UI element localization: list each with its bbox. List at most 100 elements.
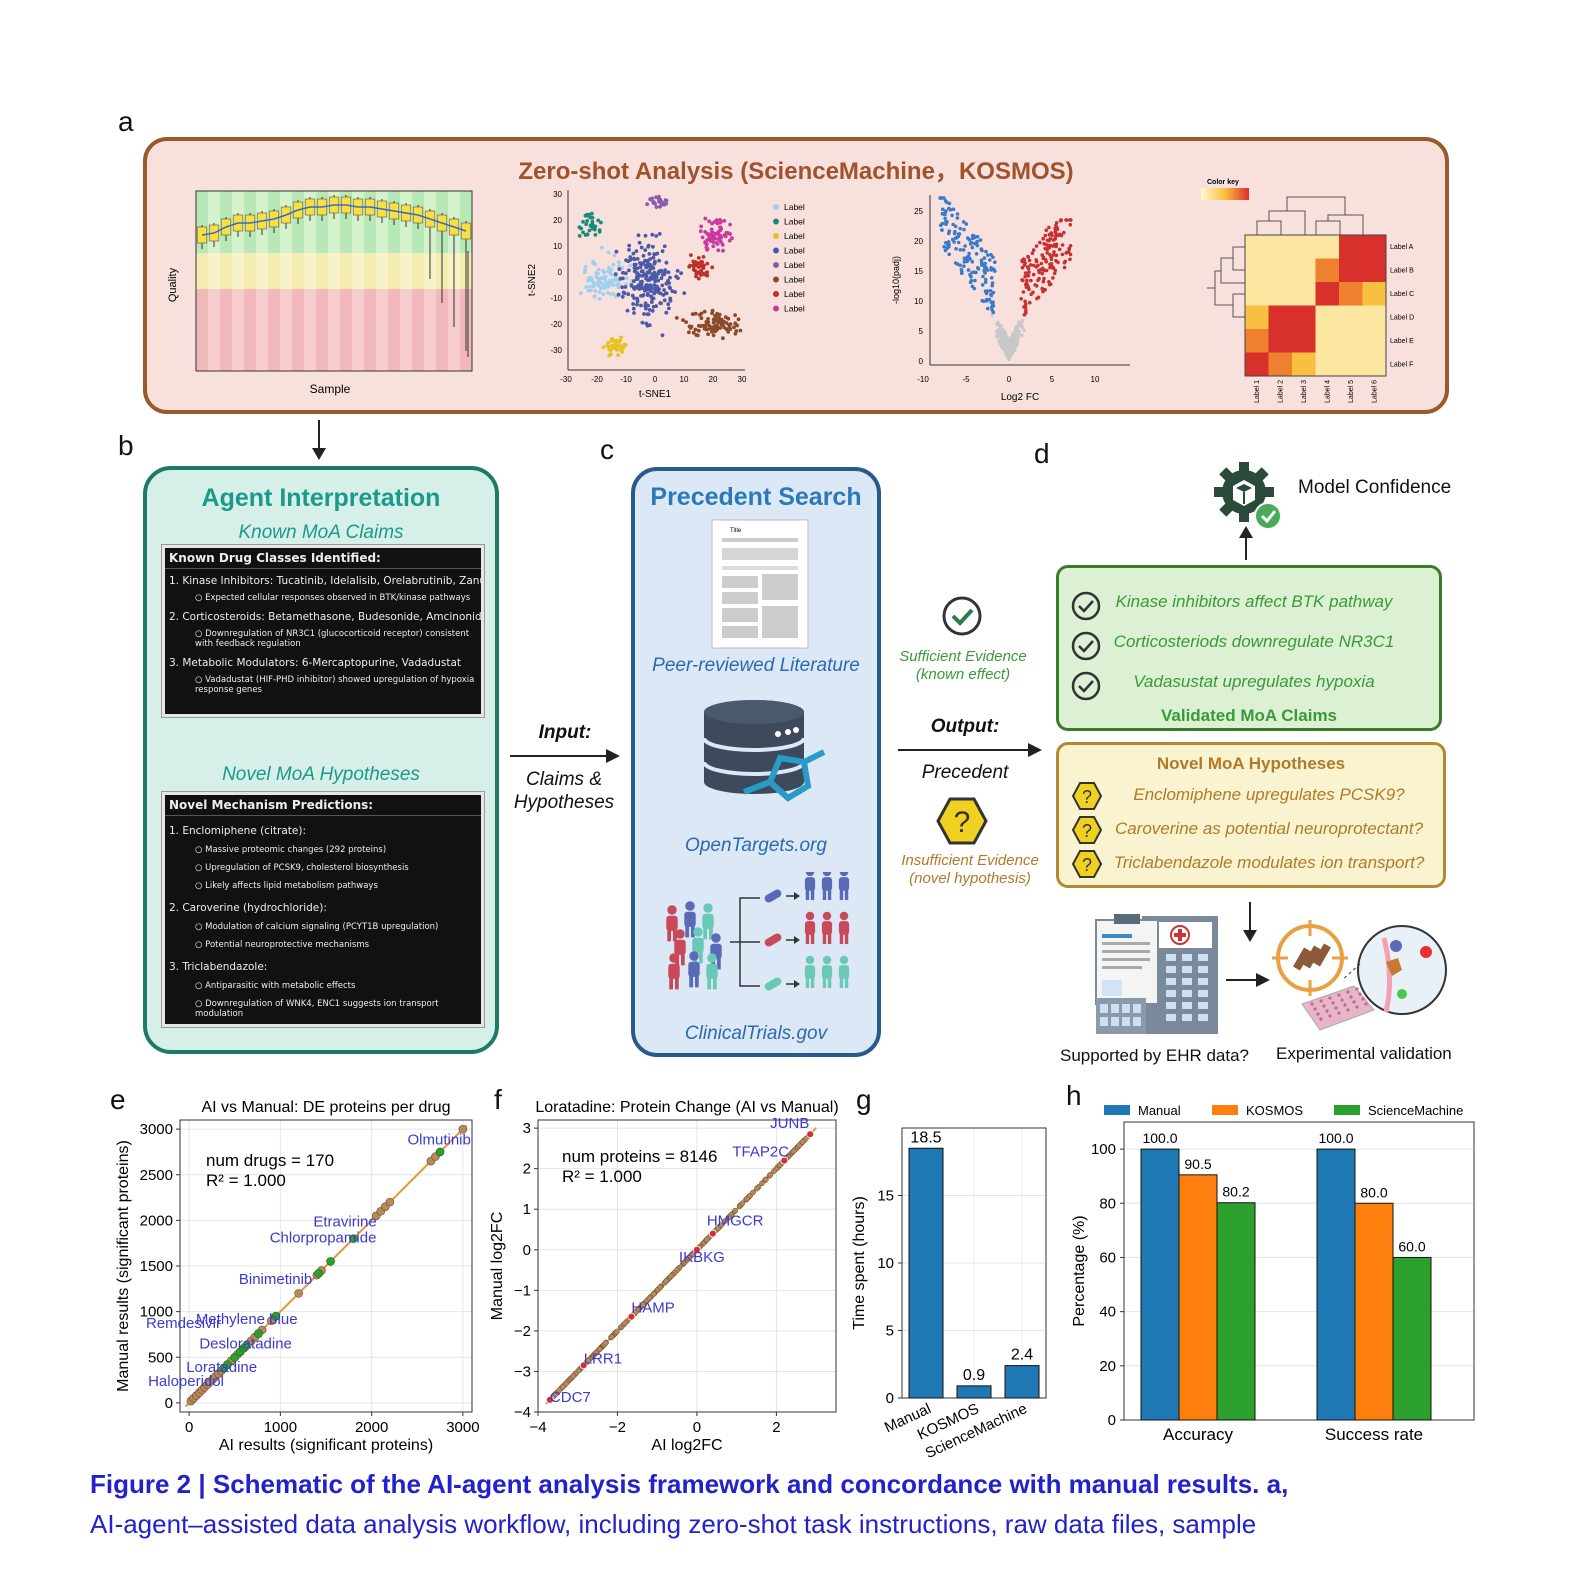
volcano-xtick: 10 — [1091, 375, 1100, 384]
volcano-point-up — [1029, 278, 1033, 283]
tsne-point — [705, 248, 709, 252]
tsne-point — [627, 268, 631, 273]
tsne-point — [628, 263, 632, 268]
plate-well — [1310, 1002, 1314, 1006]
tsne-point — [660, 333, 665, 338]
tsne-point — [614, 249, 619, 254]
labelled-protein-point — [546, 1395, 554, 1404]
tsne-point — [632, 311, 636, 315]
tsne-point — [650, 309, 655, 313]
tsne-point — [635, 274, 639, 279]
tsne-point — [601, 285, 605, 290]
volcano-point-up — [1031, 248, 1036, 252]
output-arrow — [898, 743, 1042, 757]
bar-value-label: 2.4 — [1011, 1347, 1033, 1364]
volcano-point-up — [1051, 266, 1056, 270]
tsne-point — [615, 347, 619, 352]
qc-bg-bad — [232, 289, 244, 371]
tsne-point — [613, 272, 618, 277]
qc-median-line — [201, 204, 467, 236]
protein-point — [722, 1218, 728, 1224]
heatmap-cell — [1268, 258, 1292, 282]
heatmap-cell — [1339, 352, 1363, 376]
heatmap-dendrogram-branch — [1214, 270, 1233, 306]
tsne-point — [713, 314, 717, 318]
x-tick-label: −4 — [529, 1419, 546, 1436]
plate-well — [1358, 992, 1362, 996]
tsne-point — [650, 297, 655, 302]
tsne-ytick: 0 — [558, 268, 563, 277]
qc-bg-mid — [256, 253, 268, 289]
known-box-line: ○ Expected cellular responses observed i… — [195, 593, 471, 603]
y-tick-label: 40 — [1099, 1304, 1116, 1321]
tsne-point — [676, 276, 680, 280]
volcano-point-ns — [1003, 342, 1008, 346]
bar-sciencemachine-0 — [1216, 1202, 1256, 1421]
validated-claim-text: Vadasustat upregulates hypoxia — [1133, 672, 1375, 691]
tsne-point — [682, 291, 687, 295]
annotation-r2: R² = 1.000 — [562, 1167, 642, 1186]
tsne-point — [593, 224, 598, 229]
qc-bg-bad — [376, 289, 388, 371]
novel-box-line: ○ Downregulation of WNK4, ENC1 suggests … — [195, 999, 439, 1019]
tsne-legend-marker — [773, 247, 779, 254]
person-head-icon — [707, 953, 717, 963]
tsne-point — [639, 245, 644, 250]
tsne-point — [614, 338, 619, 343]
tsne-point — [656, 278, 661, 283]
tsne-point — [620, 285, 625, 290]
x-axis-label: AI results (significant proteins) — [219, 1437, 433, 1454]
tsne-point — [650, 232, 655, 237]
volcano-point-up — [1068, 223, 1073, 227]
tsne-point — [640, 293, 645, 298]
volcano-ytick: 0 — [919, 357, 924, 366]
highlighted-drug-point — [326, 1257, 335, 1266]
tsne-point — [698, 229, 703, 234]
point-label: Remdesivir — [146, 1315, 221, 1332]
tsne-point — [654, 205, 659, 209]
volcano-point-ns — [997, 329, 1002, 333]
volcano-point-down — [988, 258, 992, 262]
tsne-point — [645, 323, 650, 328]
person-leg-icon — [708, 927, 713, 940]
tsne-point — [606, 266, 611, 270]
volcano-point-up — [1025, 278, 1029, 283]
person-body-icon — [706, 963, 718, 979]
volcano-point-up — [1021, 290, 1026, 294]
volcano-point-down — [989, 276, 994, 280]
volcano-point-down — [990, 283, 994, 288]
qc-bg-bad — [328, 289, 340, 371]
qc-bg-mid — [244, 253, 256, 289]
legend-label: KOSMOS — [1246, 1103, 1303, 1118]
tsne-point — [621, 276, 625, 281]
volcano-point-down — [985, 297, 989, 302]
legend-label: ScienceMachine — [1368, 1103, 1463, 1118]
volcano-point-down — [946, 243, 950, 248]
heatmap-col-label: Label 1 — [1254, 380, 1261, 403]
plate-well — [1349, 995, 1353, 999]
tsne-point — [605, 290, 610, 295]
volcano-point-down — [976, 267, 981, 271]
qc-bg-bad — [256, 289, 268, 371]
validated-claim-text: Kinase inhibitors affect BTK pathway — [1115, 592, 1393, 611]
point-label: HMGCR — [707, 1213, 764, 1230]
tsne-point — [587, 212, 591, 217]
y-tick-label: 0 — [886, 1390, 894, 1407]
tsne-point — [596, 218, 601, 223]
tsne-point — [599, 245, 604, 250]
gear-check-icon — [1214, 462, 1282, 530]
tsne-point — [687, 330, 691, 335]
volcano-xtick: -5 — [962, 375, 970, 384]
heatmap-cell — [1339, 258, 1363, 282]
tsne-point — [668, 296, 673, 301]
tsne-point — [577, 234, 582, 238]
volcano-point-down — [969, 275, 973, 279]
plate-well — [1328, 996, 1332, 1000]
tsne-point — [594, 271, 599, 275]
hospital-window — [1166, 990, 1176, 997]
qc-bg-mid — [208, 253, 220, 289]
volcano-point-up — [1037, 268, 1041, 273]
tsne-point — [617, 343, 622, 347]
y-tick-label: 0 — [523, 1242, 531, 1259]
volcano-xtick: -10 — [917, 375, 929, 384]
